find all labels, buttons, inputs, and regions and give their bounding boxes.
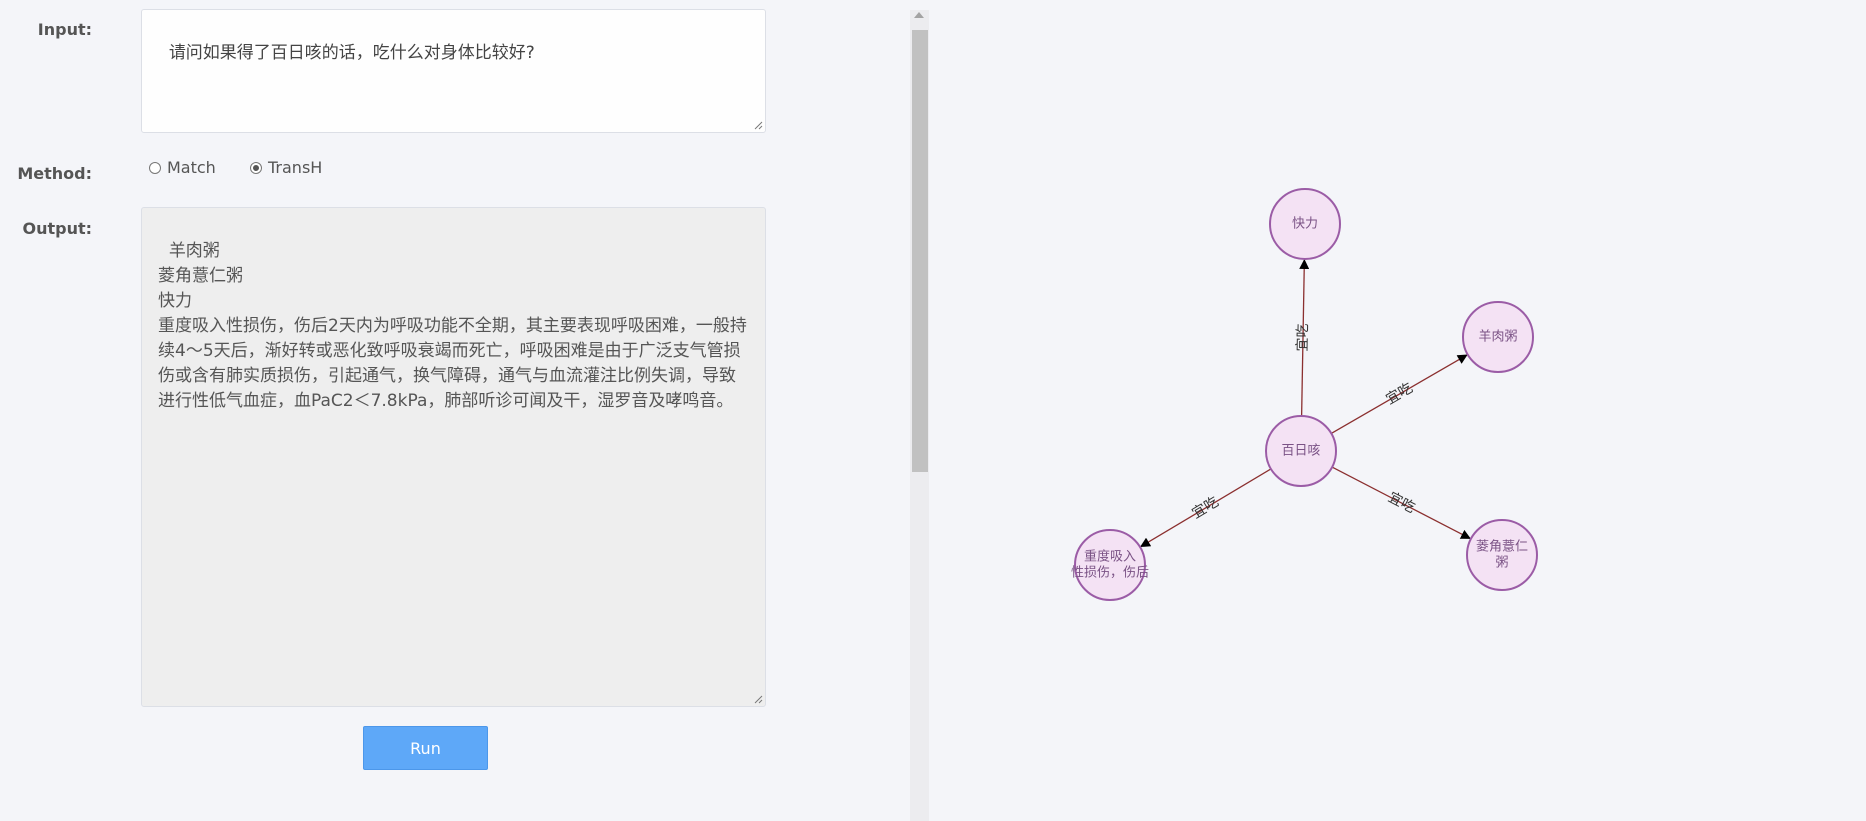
output-text: 羊肉粥 菱角薏仁粥 快力 重度吸入性损伤，伤后2天内为呼吸功能不全期，其主要表现…	[158, 241, 747, 411]
graph-node-label: 百日咳	[1281, 444, 1320, 459]
graph-node-label: 快力	[1292, 217, 1318, 232]
graph-node-circle[interactable]	[1466, 519, 1538, 591]
graph-node[interactable]: 快力	[1269, 188, 1341, 260]
method-option-label: TransH	[268, 158, 323, 177]
scrollbar-thumb[interactable]	[912, 30, 928, 472]
input-label: Input:	[37, 20, 92, 39]
method-option-match[interactable]: Match	[149, 158, 216, 177]
resize-grip-icon[interactable]	[753, 694, 763, 704]
output-textarea[interactable]: 羊肉粥 菱角薏仁粥 快力 重度吸入性损伤，伤后2天内为呼吸功能不全期，其主要表现…	[141, 207, 766, 707]
graph-node-circle[interactable]	[1462, 301, 1534, 373]
scroll-up-arrow-icon[interactable]	[914, 12, 924, 18]
resize-grip-icon[interactable]	[753, 120, 763, 130]
graph-node-label: 重度吸入	[1084, 549, 1136, 565]
radio-transh-icon[interactable]	[250, 161, 262, 174]
graph-edge	[1330, 354, 1468, 435]
graph-node[interactable]: 羊肉粥	[1462, 301, 1534, 373]
graph-node-circle[interactable]	[1074, 529, 1146, 601]
graph-node-label: 粥	[1495, 555, 1508, 571]
input-text: 请问如果得了百日咳的话，吃什么对身体比较好?	[168, 43, 535, 63]
radio-match-icon[interactable]	[149, 161, 161, 174]
run-button[interactable]: Run	[363, 726, 488, 770]
graph-node-label: 羊肉粥	[1478, 329, 1517, 345]
graph-node-label: 性损伤，伤后	[1071, 566, 1149, 581]
graph-edge	[1299, 258, 1310, 417]
input-textarea[interactable]: 请问如果得了百日咳的话，吃什么对身体比较好?	[141, 9, 766, 133]
graph-node[interactable]: 菱角薏仁粥	[1466, 519, 1538, 591]
graph-node-label: 菱角薏仁	[1476, 540, 1528, 555]
graph-node-circle[interactable]	[1265, 415, 1337, 487]
method-option-transh[interactable]: TransH	[250, 158, 322, 177]
graph-edge-label: 宜吃	[1385, 489, 1417, 516]
graph-edge	[1140, 468, 1272, 548]
output-label: Output:	[22, 219, 92, 238]
graph-edge-label: 宜吃	[1189, 494, 1221, 522]
method-label: Method:	[17, 164, 92, 183]
graph-node-circle[interactable]	[1269, 188, 1341, 260]
graph-node[interactable]: 百日咳	[1265, 415, 1337, 487]
graph-edge-label: 宜吃	[1295, 323, 1311, 351]
graph-edge-label: 宜吃	[1383, 380, 1415, 408]
method-option-label: Match	[167, 158, 216, 177]
graph-edge	[1331, 466, 1471, 540]
graph-node[interactable]: 重度吸入性损伤，伤后	[1071, 529, 1149, 601]
